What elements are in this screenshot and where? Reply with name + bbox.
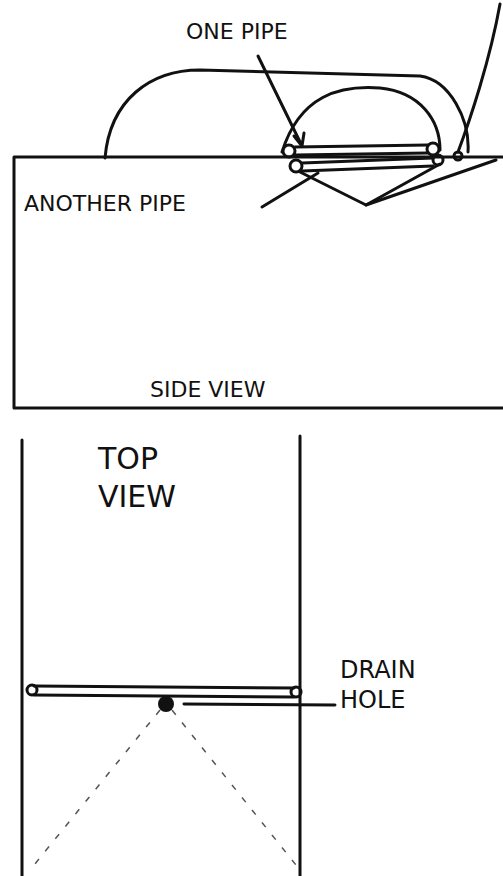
slope-line <box>30 710 160 870</box>
pipe-end <box>291 687 301 697</box>
part-label: ANOTHER PIPE <box>24 190 254 218</box>
slope-line <box>172 710 300 870</box>
pipe-end <box>283 145 295 157</box>
pipe <box>302 158 433 171</box>
view-label: SIDE VIEW <box>150 376 350 404</box>
pipe <box>295 145 428 155</box>
tank-walls <box>22 436 300 876</box>
slope <box>366 160 496 205</box>
drain-hole <box>158 696 174 712</box>
lid-arc-small <box>282 88 440 152</box>
leader-arrow <box>258 56 304 146</box>
part-label: DRAIN HOLE <box>340 655 450 715</box>
slope <box>300 164 440 205</box>
pipe-end <box>290 160 302 172</box>
leader-line <box>262 173 318 207</box>
tank-outline <box>14 157 503 408</box>
pipe <box>34 686 294 697</box>
pipe-end <box>27 685 37 695</box>
leader-line <box>458 4 500 152</box>
leader-line <box>184 704 335 705</box>
view-label: TOP VIEW <box>98 440 188 515</box>
part-label: ONE PIPE <box>186 18 346 46</box>
